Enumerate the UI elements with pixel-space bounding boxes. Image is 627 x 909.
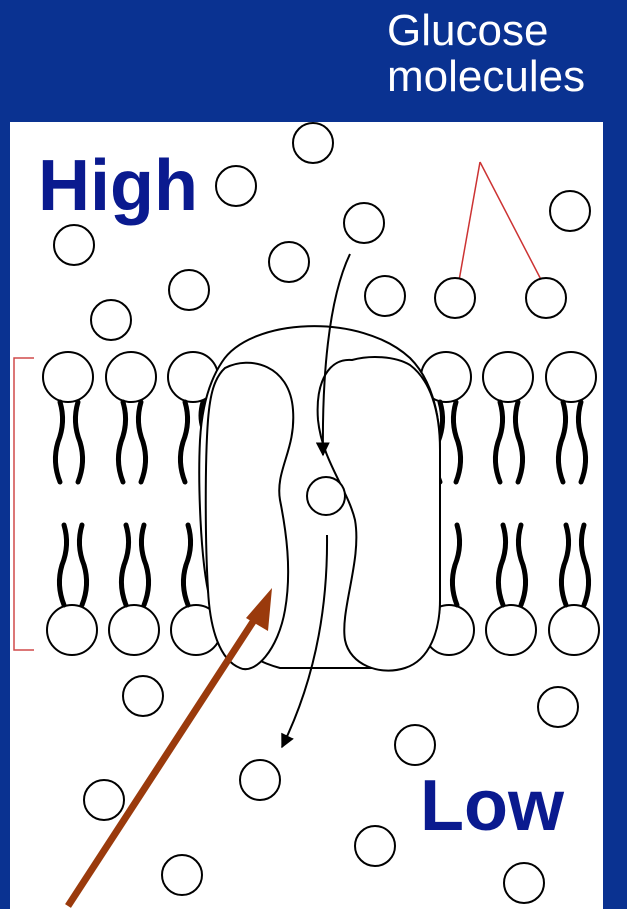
phospholipid-head (483, 352, 533, 402)
lipid-tail (183, 525, 190, 605)
phospholipid-head (546, 352, 596, 402)
lipid-tail (561, 525, 568, 605)
lipid-tail (55, 402, 62, 482)
glucose-molecule (240, 760, 280, 800)
lipid-tail (518, 525, 525, 605)
phospholipid-head (486, 605, 536, 655)
pointer-line-right (480, 162, 549, 295)
lipid-tail (453, 402, 460, 482)
lipid-tail (79, 525, 86, 605)
phospholipid-head (549, 605, 599, 655)
phospholipid-head (106, 352, 156, 402)
channel-protein (199, 326, 440, 670)
lipid-tail (141, 525, 148, 605)
lipid-tail (515, 402, 522, 482)
glucose-molecule (91, 300, 131, 340)
glucose-molecule (123, 676, 163, 716)
glucose-molecule (395, 725, 435, 765)
lipid-tail (118, 402, 125, 482)
glucose-molecule (84, 780, 124, 820)
glucose-molecule (269, 242, 309, 282)
lipid-tail (138, 402, 145, 482)
lipid-tail (578, 402, 585, 482)
glucose-pointer-lines (457, 162, 549, 295)
lipid-tail (495, 402, 502, 482)
glucose-in-channel (307, 477, 345, 515)
lipid-tail (452, 525, 459, 605)
glucose-molecule (550, 191, 590, 231)
pointer-line-left (457, 162, 480, 292)
lipid-tail (558, 402, 565, 482)
glucose-molecule (538, 687, 578, 727)
lipid-tail (498, 525, 505, 605)
glucose-molecule (344, 203, 384, 243)
low-concentration-label: Low (420, 770, 564, 842)
glucose-molecule (169, 270, 209, 310)
glucose-molecule (293, 123, 333, 163)
lipid-tail (180, 402, 187, 482)
glucose-molecule (365, 276, 405, 316)
glucose-molecule (162, 855, 202, 895)
lipid-tail (581, 525, 588, 605)
membrane-bracket (14, 358, 34, 650)
glucose-molecule (355, 826, 395, 866)
glucose-molecule (54, 225, 94, 265)
glucose-molecule (504, 863, 544, 903)
high-concentration-label: High (38, 150, 198, 222)
lipid-tail (59, 525, 66, 605)
lipid-tail (121, 525, 128, 605)
glucose-molecule (526, 278, 566, 318)
lipid-tail (75, 402, 82, 482)
glucose-molecule (435, 278, 475, 318)
phospholipid-head (47, 605, 97, 655)
phospholipid-head (109, 605, 159, 655)
glucose-molecule (216, 166, 256, 206)
phospholipid-head (43, 352, 93, 402)
